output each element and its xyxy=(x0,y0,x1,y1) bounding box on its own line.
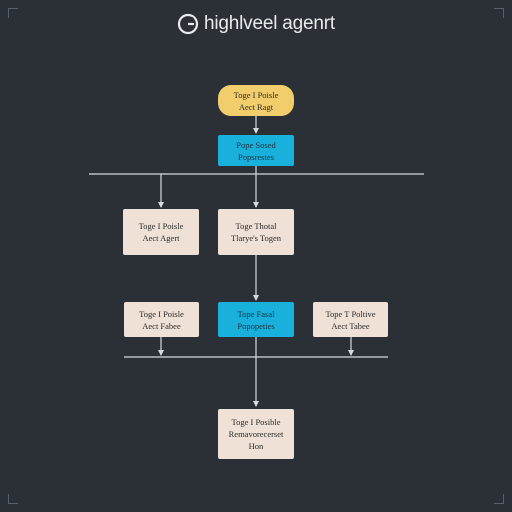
left-task-line-2: Aect Agert xyxy=(142,233,180,243)
left-sub-line-2: Aect Fabee xyxy=(142,320,181,331)
start-node: Toge I Poisle Aect Ragt xyxy=(218,85,294,116)
center-process-line-2: Popopeties xyxy=(237,320,275,331)
center-task-line-1: Toge Thotal xyxy=(235,221,277,231)
left-sub-line-1: Toge I Poisle xyxy=(139,308,184,319)
final-node-line-1: Toge I Posible xyxy=(231,417,281,427)
start-node-line-1: Toge I Poisle xyxy=(233,89,279,100)
primary-process-node: Pope Sosed Popsrestes xyxy=(218,135,294,166)
right-sub-line-2: Aect Tabee xyxy=(331,320,370,331)
header: highlveel agenrt xyxy=(0,12,512,36)
final-node-line-3: Hon xyxy=(248,441,264,451)
left-sub-node: Toge I Poisle Aect Fabee xyxy=(124,302,199,337)
right-sub-node: Tope T Poltive Aect Tabee xyxy=(313,302,388,337)
primary-process-line-2: Popsrestes xyxy=(238,151,274,162)
frame-corner-bottom-left xyxy=(8,494,18,504)
right-sub-line-1: Tope T Poltive xyxy=(325,308,376,319)
primary-process-line-1: Pope Sosed xyxy=(236,139,276,150)
left-task-line-1: Toge I Poisle xyxy=(138,221,184,231)
g-logo-icon xyxy=(177,13,199,35)
frame-corner-top-right xyxy=(494,8,504,18)
center-process-line-1: Tope Fasal xyxy=(237,308,275,319)
center-task-line-2: Tlarye's Togen xyxy=(230,233,282,243)
left-task-node: Toge I Poisle Aect Agert xyxy=(123,209,199,255)
final-node: Toge I Posible Remavorecerset Hon xyxy=(218,409,294,459)
frame-corner-bottom-right xyxy=(494,494,504,504)
center-task-node: Toge Thotal Tlarye's Togen xyxy=(218,209,294,255)
brand-name: highlveel agenrt xyxy=(204,13,335,34)
start-node-line-2: Aect Ragt xyxy=(238,101,274,112)
frame-corner-top-left xyxy=(8,8,18,18)
final-node-line-2: Remavorecerset xyxy=(228,429,284,439)
center-process-node: Tope Fasal Popopeties xyxy=(218,302,294,337)
